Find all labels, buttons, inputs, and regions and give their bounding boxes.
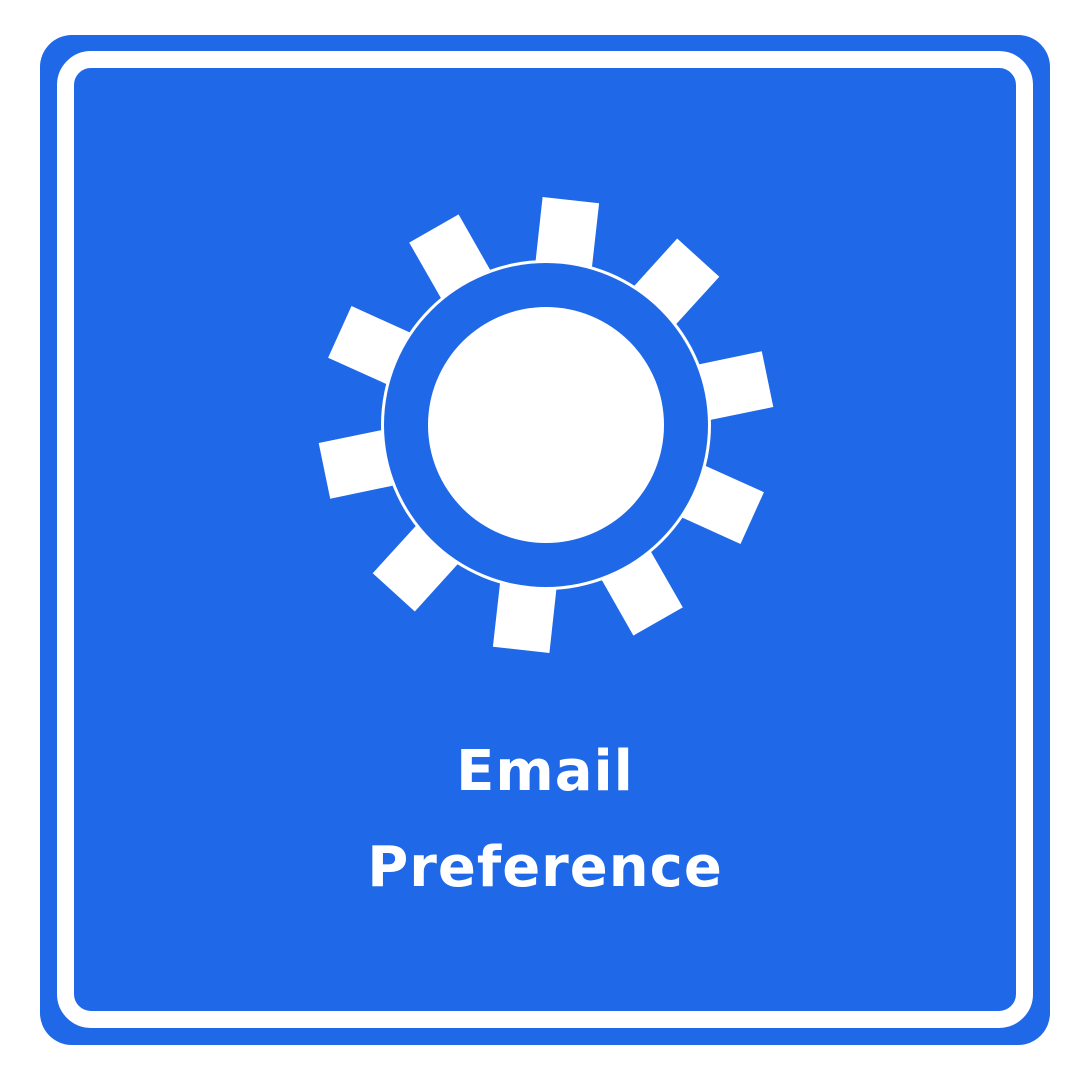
tile-label: Email Preference bbox=[40, 724, 1050, 916]
email-preference-tile[interactable]: Email Preference bbox=[40, 35, 1050, 1045]
tile-inner-border bbox=[57, 51, 1033, 1028]
tile-label-line2: Preference bbox=[367, 835, 723, 900]
tile-label-line1: Email bbox=[456, 739, 634, 804]
gear-icon bbox=[318, 197, 774, 653]
